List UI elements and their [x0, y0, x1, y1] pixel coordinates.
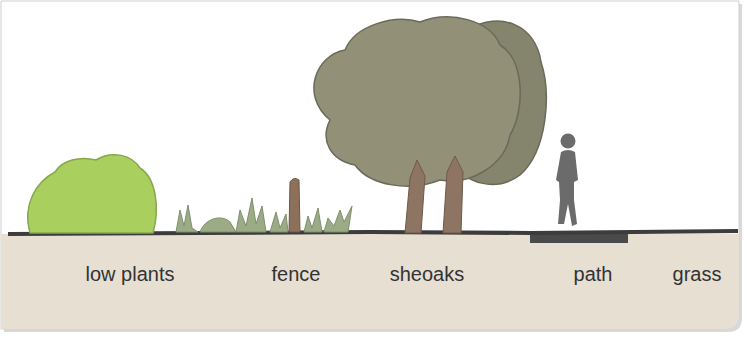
tree-trunk: [443, 156, 463, 233]
grass-tufts: [176, 198, 352, 232]
part-label: fence: [272, 263, 321, 285]
part-label: sheoaks: [390, 263, 465, 285]
part-label: path: [574, 263, 613, 285]
panel: [1, 1, 739, 329]
tree-trunk: [405, 160, 425, 233]
low-plant: [28, 155, 157, 233]
ground: [1, 234, 739, 329]
person: [556, 134, 578, 227]
part-label: low plants: [86, 263, 175, 285]
fence-post: [289, 178, 300, 232]
part-label: grass: [673, 263, 722, 285]
